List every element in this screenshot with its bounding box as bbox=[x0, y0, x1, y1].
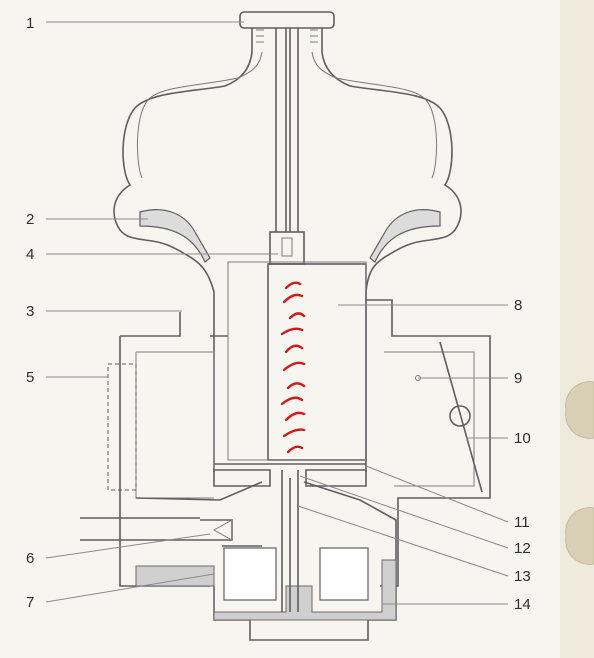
callout-2: 2 bbox=[26, 211, 34, 228]
upper-chamber-inner bbox=[136, 51, 438, 179]
binder-tab-upper bbox=[565, 381, 594, 439]
fuel-inlet bbox=[80, 517, 233, 541]
air-passage bbox=[107, 363, 137, 491]
mixing-chamber bbox=[213, 469, 367, 487]
callout-3: 3 bbox=[26, 303, 34, 320]
diaphragm bbox=[139, 209, 211, 263]
callout-7: 7 bbox=[26, 594, 34, 611]
top-cap bbox=[239, 11, 335, 52]
callout-1: 1 bbox=[26, 15, 34, 32]
callout-8: 8 bbox=[514, 297, 522, 314]
clip-inner bbox=[281, 237, 293, 257]
throttle-plate bbox=[439, 341, 483, 493]
callout-14: 14 bbox=[514, 596, 531, 613]
diaphragm-right bbox=[369, 209, 441, 263]
callout-10: 10 bbox=[514, 430, 531, 447]
upper-chamber bbox=[113, 51, 462, 472]
needle-highlight bbox=[280, 281, 306, 454]
main-jet bbox=[281, 470, 299, 612]
callout-6: 6 bbox=[26, 550, 34, 567]
callout-12: 12 bbox=[514, 540, 531, 557]
callout-4: 4 bbox=[26, 246, 34, 263]
leader-lines bbox=[45, 21, 509, 605]
callout-5: 5 bbox=[26, 369, 34, 386]
fuel-level bbox=[135, 559, 397, 621]
float bbox=[223, 547, 277, 601]
callout-9: 9 bbox=[514, 370, 522, 387]
callout-13: 13 bbox=[514, 568, 531, 585]
float-right bbox=[319, 547, 369, 601]
throttle-shaft bbox=[449, 405, 471, 427]
binder-tab-lower bbox=[565, 507, 594, 565]
venturi-body bbox=[119, 299, 491, 587]
slide-bore bbox=[227, 261, 367, 461]
needle-rod bbox=[275, 28, 299, 232]
callout-11: 11 bbox=[514, 514, 530, 531]
